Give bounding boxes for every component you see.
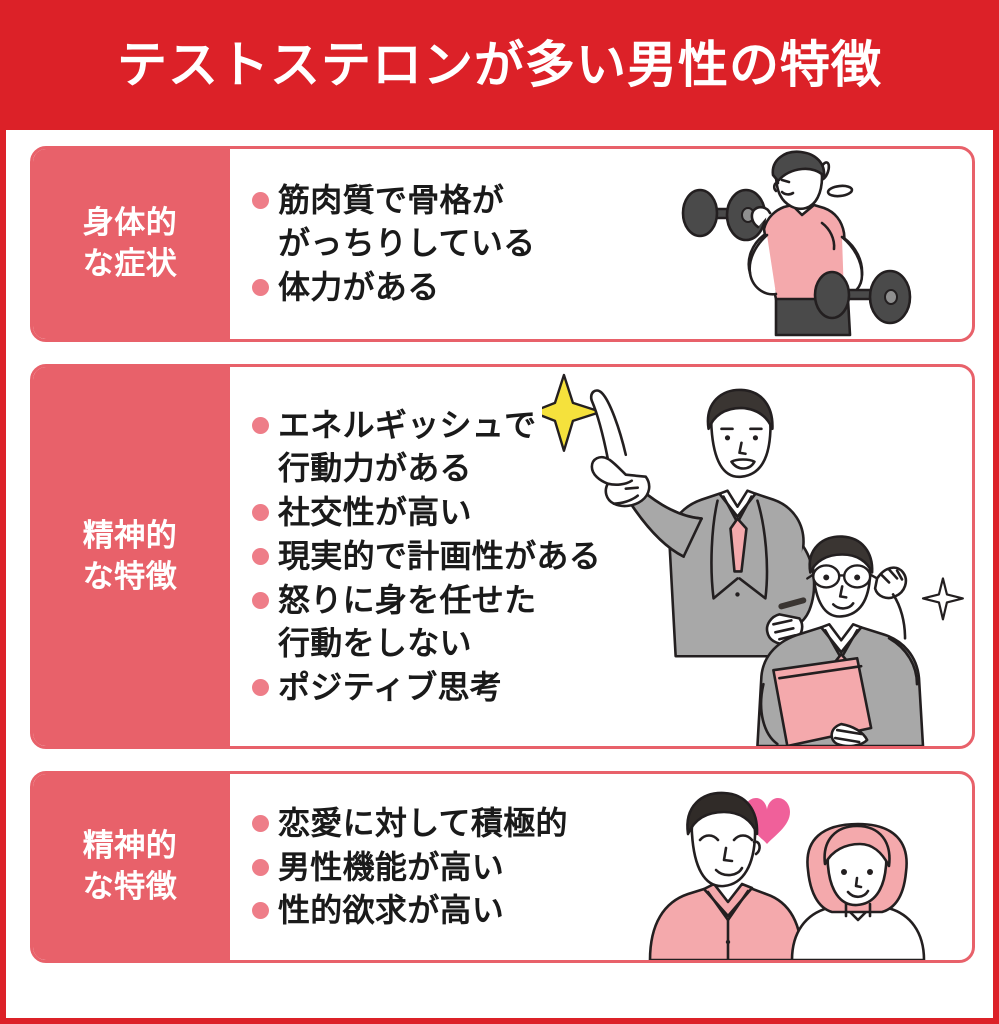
section-card-list: 身体的 な症状 筋肉質で骨格が がっちりしている 体力がある: [30, 146, 975, 985]
bullet-text: 怒りに身を任せた 行動をしない: [278, 581, 537, 661]
list-item: 怒りに身を任せた 行動をしない: [252, 579, 601, 665]
section-label-mental-2: 精神的 な特徴: [33, 774, 230, 960]
list-item: 男性機能が高い: [252, 846, 568, 889]
bullet-dot-icon: [252, 278, 269, 296]
bullet-text: 恋愛に対して積極的: [278, 804, 568, 841]
section-label-mental: 精神的 な特徴: [33, 367, 230, 746]
bullet-list-physical: 筋肉質で骨格が がっちりしている 体力がある: [252, 178, 535, 310]
bullet-dot-icon: [252, 678, 269, 696]
bullet-dot-icon: [252, 591, 269, 609]
list-item: エネルギッシュで 行動力がある: [252, 404, 601, 490]
list-item: 社交性が高い: [252, 491, 601, 534]
bullet-text: エネルギッシュで 行動力がある: [278, 407, 537, 487]
couple-with-heart-illustration: [642, 774, 972, 960]
section-body-mental-2: 恋愛に対して積極的 男性機能が高い 性的欲求が高い: [230, 774, 972, 960]
two-businessmen-illustration: [542, 367, 972, 746]
bullet-dot-icon: [252, 858, 269, 876]
bullet-list-mental: エネルギッシュで 行動力がある 社交性が高い 現実的で計画性がある 怒りに身を任…: [252, 403, 601, 709]
section-card-physical: 身体的 な症状 筋肉質で骨格が がっちりしている 体力がある: [30, 146, 975, 342]
section-label-text: 身体的 な症状: [82, 205, 178, 281]
bullet-text: 男性機能が高い: [278, 848, 505, 885]
heart-icon: [744, 798, 790, 844]
page-header: テストステロンが多い男性の特徴: [6, 6, 993, 130]
man-lifting-dumbbells-illustration: [672, 149, 972, 339]
bullet-dot-icon: [252, 417, 269, 435]
section-body-mental: エネルギッシュで 行動力がある 社交性が高い 現実的で計画性がある 怒りに身を任…: [230, 367, 972, 746]
section-body-physical: 筋肉質で骨格が がっちりしている 体力がある: [230, 149, 972, 339]
bullet-text: 現実的で計画性がある: [278, 538, 602, 575]
section-label-physical: 身体的 な症状: [33, 149, 230, 339]
bullet-dot-icon: [252, 902, 269, 920]
list-item: 現実的で計画性がある: [252, 535, 601, 578]
list-item: 筋肉質で骨格が がっちりしている: [252, 179, 535, 265]
list-item: ポジティブ思考: [252, 666, 601, 709]
page-title: テストステロンが多い男性の特徴: [117, 37, 882, 93]
list-item: 恋愛に対して積極的: [252, 802, 568, 845]
list-item: 体力がある: [252, 266, 535, 309]
bullet-dot-icon: [252, 814, 269, 832]
bullet-text: 社交性が高い: [278, 494, 472, 531]
bullet-text: 筋肉質で骨格が がっちりしている: [278, 182, 536, 262]
bullet-dot-icon: [252, 504, 269, 522]
section-card-mental: 精神的 な特徴 エネルギッシュで 行動力がある 社交性が高い 現実的で計画性があ…: [30, 364, 975, 749]
bullet-text: 性的欲求が高い: [278, 892, 505, 929]
section-label-text: 精神的 な特徴: [82, 517, 178, 594]
bullet-text: 体力がある: [278, 268, 440, 305]
bullet-text: ポジティブ思考: [278, 668, 503, 705]
list-item: 性的欲求が高い: [252, 889, 568, 932]
bullet-dot-icon: [252, 548, 269, 566]
section-card-mental-2: 精神的 な特徴 恋愛に対して積極的 男性機能が高い 性的欲求が高い: [30, 771, 975, 963]
bullet-list-mental-2: 恋愛に対して積極的 男性機能が高い 性的欲求が高い: [252, 801, 568, 934]
section-label-text: 精神的 な特徴: [82, 828, 178, 904]
bullet-dot-icon: [252, 192, 269, 210]
